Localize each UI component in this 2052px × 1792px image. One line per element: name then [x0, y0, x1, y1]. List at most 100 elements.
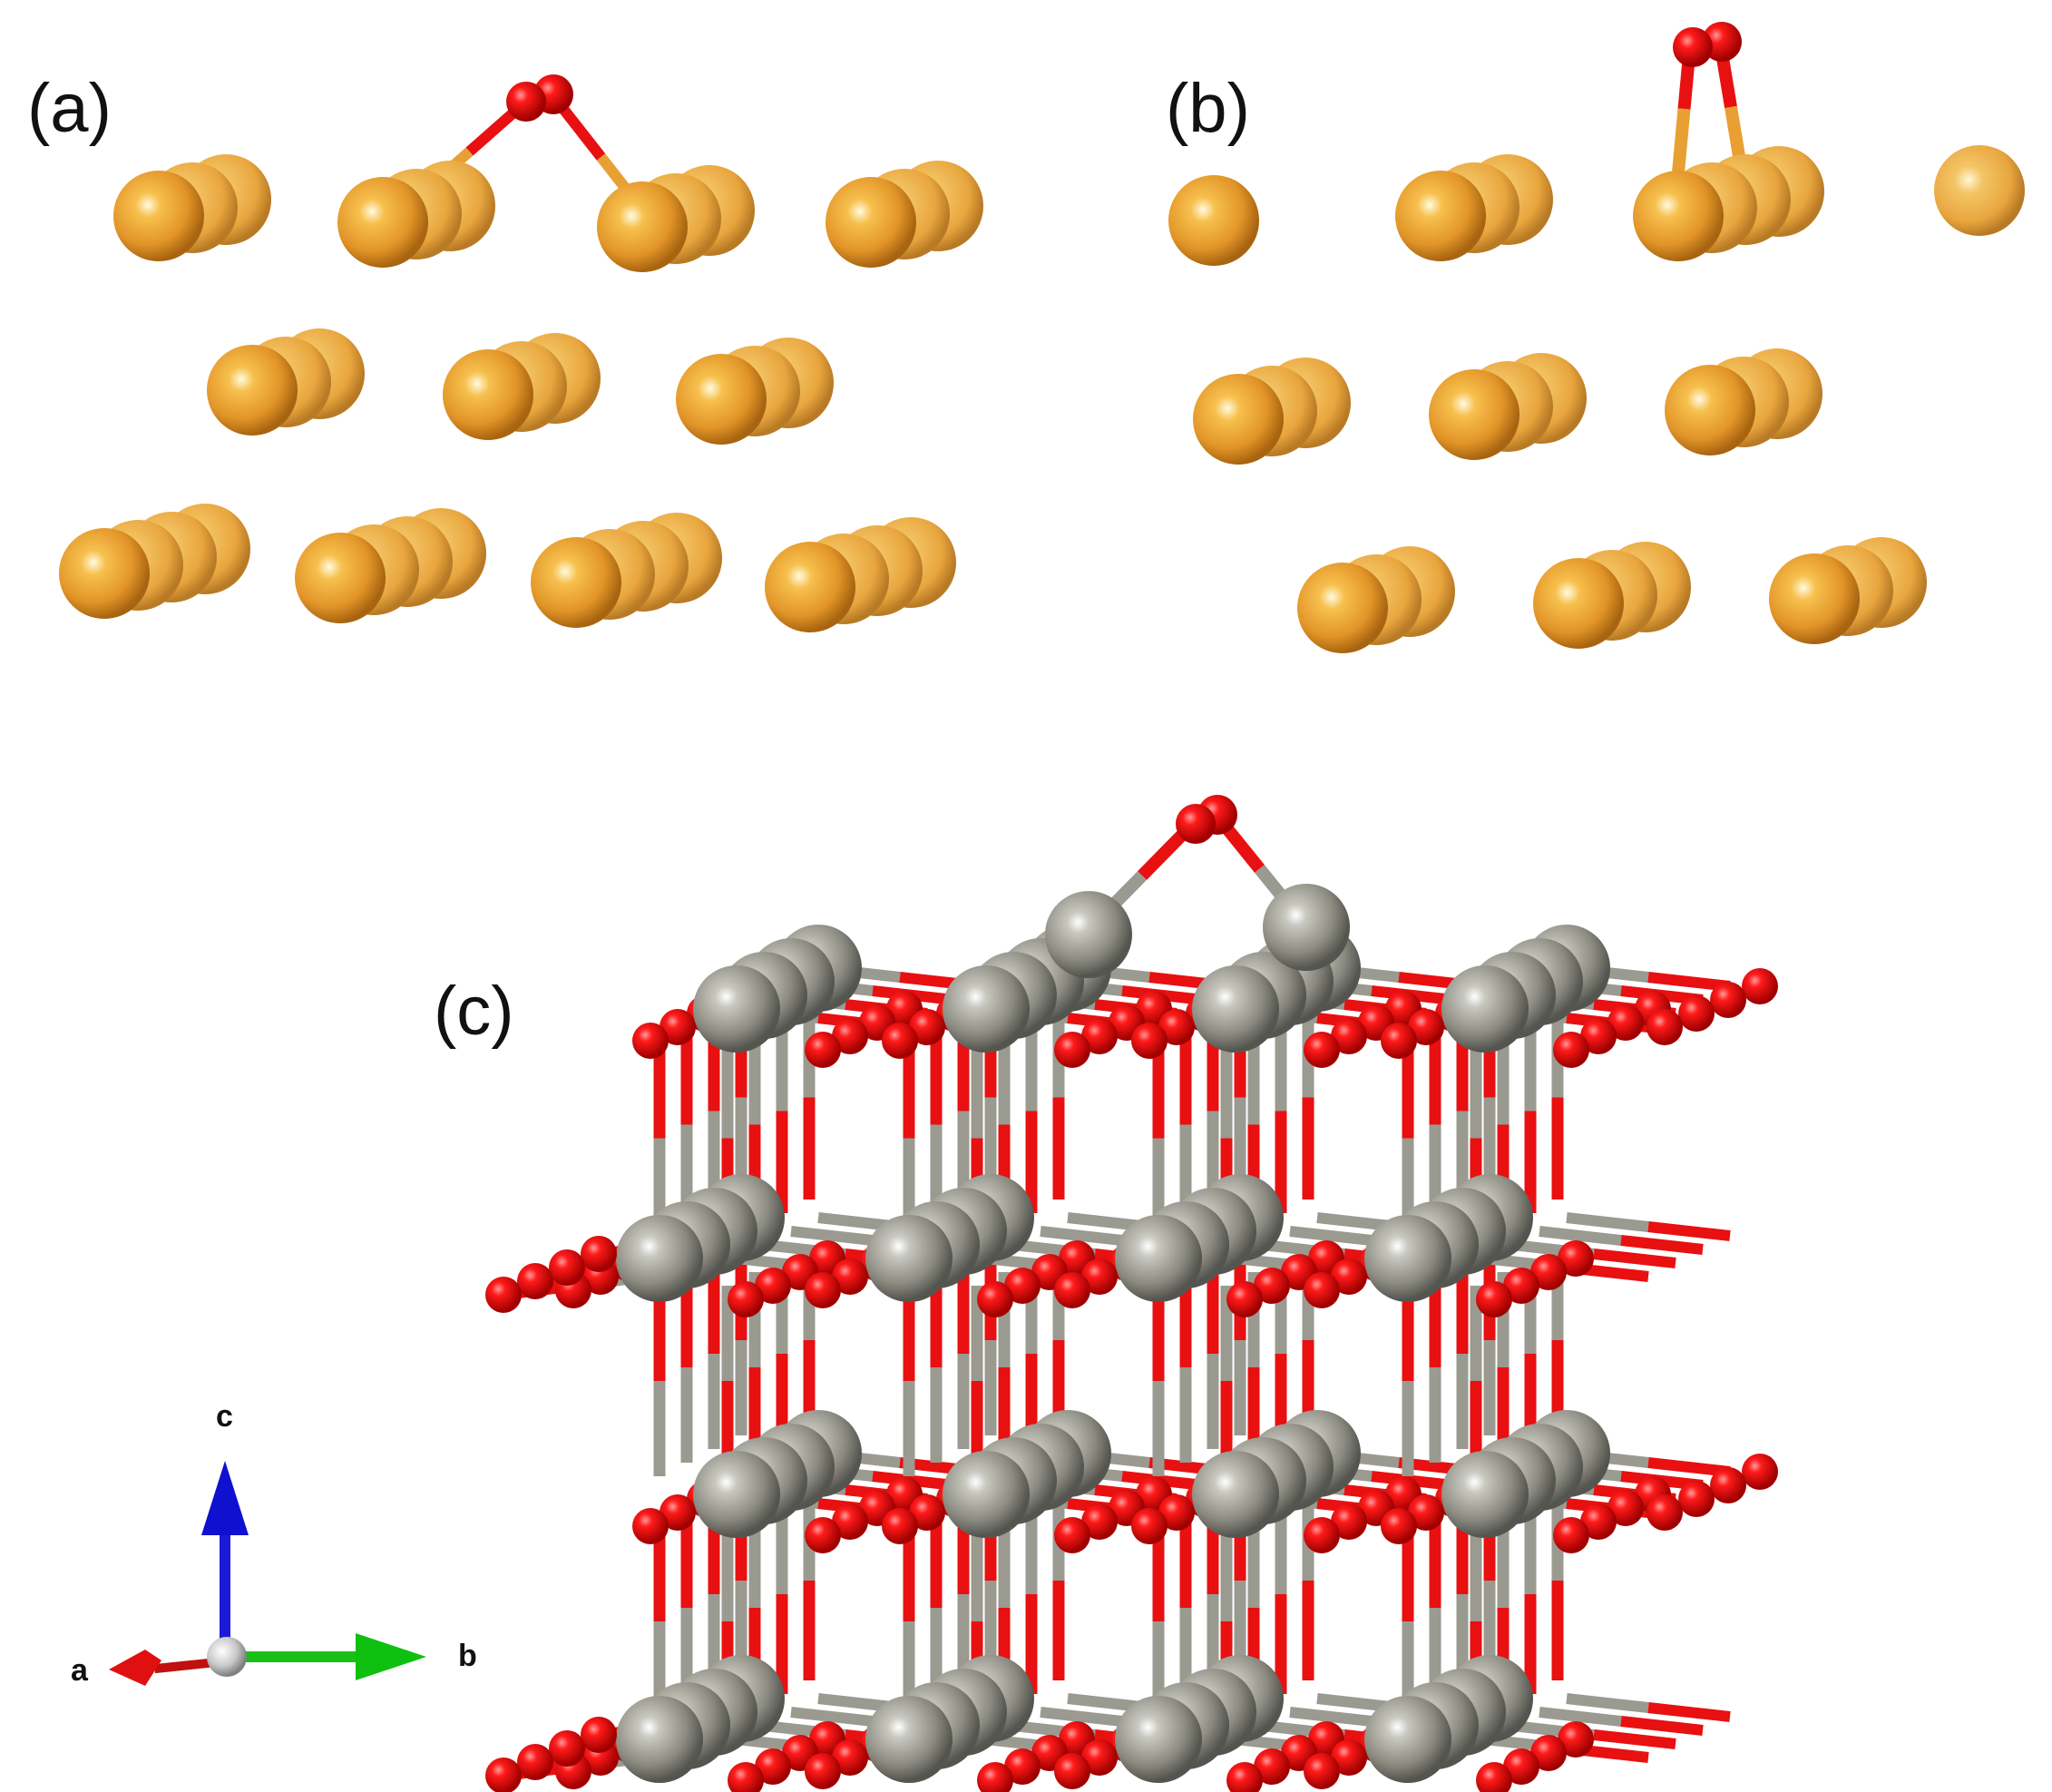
- c-metal-2-2-0: [1192, 1451, 1279, 1538]
- b-oxygen-atom-1: [1673, 27, 1713, 67]
- c-left-edge-oxygen-3-3: [581, 1717, 617, 1753]
- c-hbond-3-3-3-half-a: [1566, 1693, 1649, 1713]
- b-top-atom-left: [1168, 175, 1259, 266]
- c-left-edge-oxygen-1-3: [581, 1236, 617, 1272]
- c-hbond-3-0-3-half-b: [1647, 972, 1731, 992]
- b-bot-stack-2-atom-0: [1533, 558, 1624, 649]
- c-oxygen-b-2-2-1: [1158, 1494, 1195, 1531]
- c-hbond-3-3-1-half-b: [1593, 1729, 1676, 1749]
- c-oxygen-b-0-0-1: [660, 1009, 696, 1045]
- c-metal-3-0-0: [616, 1696, 703, 1783]
- b-bot-stack-3-atom-0: [1769, 553, 1860, 644]
- panel-a-gold-slab: [59, 74, 983, 632]
- panel-a-label: (a): [27, 70, 112, 147]
- c-oxygen-3-1-1: [1004, 1748, 1041, 1785]
- c-surface-metal-1: [1045, 891, 1132, 978]
- c-oxygen-b-1-2-1: [1081, 1258, 1118, 1295]
- c-oxygen-0-2-0: [1304, 1032, 1340, 1068]
- c-hbond-1-3-2-half-a: [1040, 1707, 1123, 1727]
- c-oxygen-2-1-1: [1081, 1503, 1118, 1540]
- c-oxygen-0-0-0: [805, 1032, 841, 1068]
- c-metal-0-2-0: [1192, 965, 1279, 1053]
- c-oxygen-b-3-2-0: [1054, 1753, 1090, 1789]
- b-axis-arrowhead: [356, 1633, 426, 1680]
- c-oxygen-2-3-1: [1580, 1503, 1617, 1540]
- c-right-edge-oxygen-0-2: [1710, 982, 1746, 1018]
- c-oxygen-b-2-3-0: [1381, 1508, 1417, 1544]
- a-bot-stack-3-atom-0: [531, 537, 621, 628]
- b-o-au-bond-1-half-b: [1672, 108, 1691, 173]
- c-hbond-2-1-2-half-a: [1289, 1226, 1373, 1246]
- c-oxygen-0-3-0: [1553, 1032, 1589, 1068]
- c-oxygen-b-2-0-1: [660, 1494, 696, 1531]
- c-hbond-0-1-2-half-a: [790, 1226, 874, 1246]
- c-right-edge-oxygen-0-0: [1646, 1009, 1683, 1045]
- c-oxygen-3-0-1: [755, 1748, 791, 1785]
- a-mid-stack-1-atom-0: [207, 345, 298, 436]
- panel-c-label: (c): [434, 973, 514, 1050]
- a-top-stack-2-atom-0: [337, 177, 428, 268]
- c-left-edge-oxygen-3-0: [485, 1758, 522, 1792]
- c-oxygen-b-1-2-0: [1054, 1272, 1090, 1308]
- c-oxygen-1-0-1: [755, 1268, 791, 1304]
- c-oxygen-1-3-3: [1558, 1240, 1594, 1277]
- c-hbond-3-3-2-half-a: [1539, 1707, 1622, 1727]
- b-axis-shaft: [234, 1651, 361, 1662]
- c-oxygen-b-0-0-0: [632, 1023, 669, 1059]
- c-oxygen-0-1-0: [1054, 1032, 1090, 1068]
- axis-origin: [207, 1637, 247, 1677]
- c-oxygen-2-1-0: [1054, 1517, 1090, 1553]
- c-hbond-3-2-3-half-b: [1647, 1457, 1731, 1477]
- c-oxygen-b-3-1-1: [832, 1739, 868, 1776]
- a-oxygen-atom-1: [506, 82, 546, 122]
- c-right-edge-oxygen-0-1: [1678, 995, 1715, 1032]
- panel-a: (a): [27, 70, 983, 632]
- c-oxygen-b-3-3-0: [1304, 1753, 1340, 1789]
- c-oxygen-1-3-1: [1503, 1268, 1539, 1304]
- c-oxygen-b-2-2-0: [1131, 1508, 1168, 1544]
- c-hbond-3-1-2-half-b: [1620, 1235, 1704, 1255]
- c-hbond-3-3-3-half-b: [1647, 1702, 1731, 1722]
- c-oxygen-3-3-3: [1558, 1721, 1594, 1758]
- panel-c: (c): [434, 795, 1778, 1792]
- axis-triad: c b a: [71, 1399, 477, 1688]
- c-metal-0-0-0: [693, 965, 780, 1053]
- c-metal-3-3-0: [1364, 1696, 1451, 1783]
- b-bot-stack-1-atom-0: [1297, 563, 1388, 653]
- c-axis-shaft: [220, 1533, 230, 1660]
- c-metal-2-3-0: [1441, 1451, 1529, 1538]
- a-axis-arrowhead: [109, 1650, 161, 1686]
- c-metal-1-1-0: [865, 1215, 953, 1302]
- c-oxygen-b-1-1-0: [805, 1272, 841, 1308]
- c-hbond-3-1-2-half-a: [1539, 1226, 1622, 1246]
- c-metal-1-0-0: [616, 1215, 703, 1302]
- c-oxygen-b-0-1-1: [909, 1009, 945, 1045]
- c-oxygen-b-1-3-0: [1304, 1272, 1340, 1308]
- c-oxygen-2-3-0: [1553, 1517, 1589, 1553]
- c-right-edge-oxygen-2-1: [1678, 1481, 1715, 1517]
- c-left-edge-oxygen-3-2: [549, 1730, 585, 1767]
- b-top-stack-2-atom-0: [1633, 171, 1724, 261]
- c-oxygen-2-2-0: [1304, 1517, 1340, 1553]
- c-hbond-2-3-2-half-a: [1289, 1707, 1373, 1727]
- b-top-stack-1-atom-0: [1395, 171, 1486, 261]
- c-oxygen-b-3-1-0: [805, 1753, 841, 1789]
- c-oxygen-0-2-1: [1331, 1018, 1367, 1054]
- c-hbond-3-1-3-half-a: [1566, 1212, 1649, 1232]
- c-oxygen-b-1-1-1: [832, 1258, 868, 1295]
- axis-b-label: b: [458, 1639, 477, 1673]
- c-oxygen-3-3-1: [1503, 1748, 1539, 1785]
- c-oxygen-b-0-2-1: [1158, 1009, 1195, 1045]
- c-oxygen-b-0-3-1: [1408, 1009, 1444, 1045]
- a-mid-stack-3-atom-0: [676, 354, 767, 445]
- c-oxygen-3-2-0: [1226, 1762, 1263, 1792]
- c-oxygen-b-2-0-0: [632, 1508, 669, 1544]
- c-surface-metal-2: [1263, 884, 1350, 971]
- panel-b-gold-slab: [1168, 22, 2025, 653]
- a-bot-stack-1-atom-0: [59, 528, 150, 619]
- c-metal-0-3-0: [1441, 965, 1529, 1053]
- c-oxygen-2-0-1: [832, 1503, 868, 1540]
- c-oxygen-1-1-1: [1004, 1268, 1041, 1304]
- c-oxygen-1-2-0: [1226, 1281, 1263, 1317]
